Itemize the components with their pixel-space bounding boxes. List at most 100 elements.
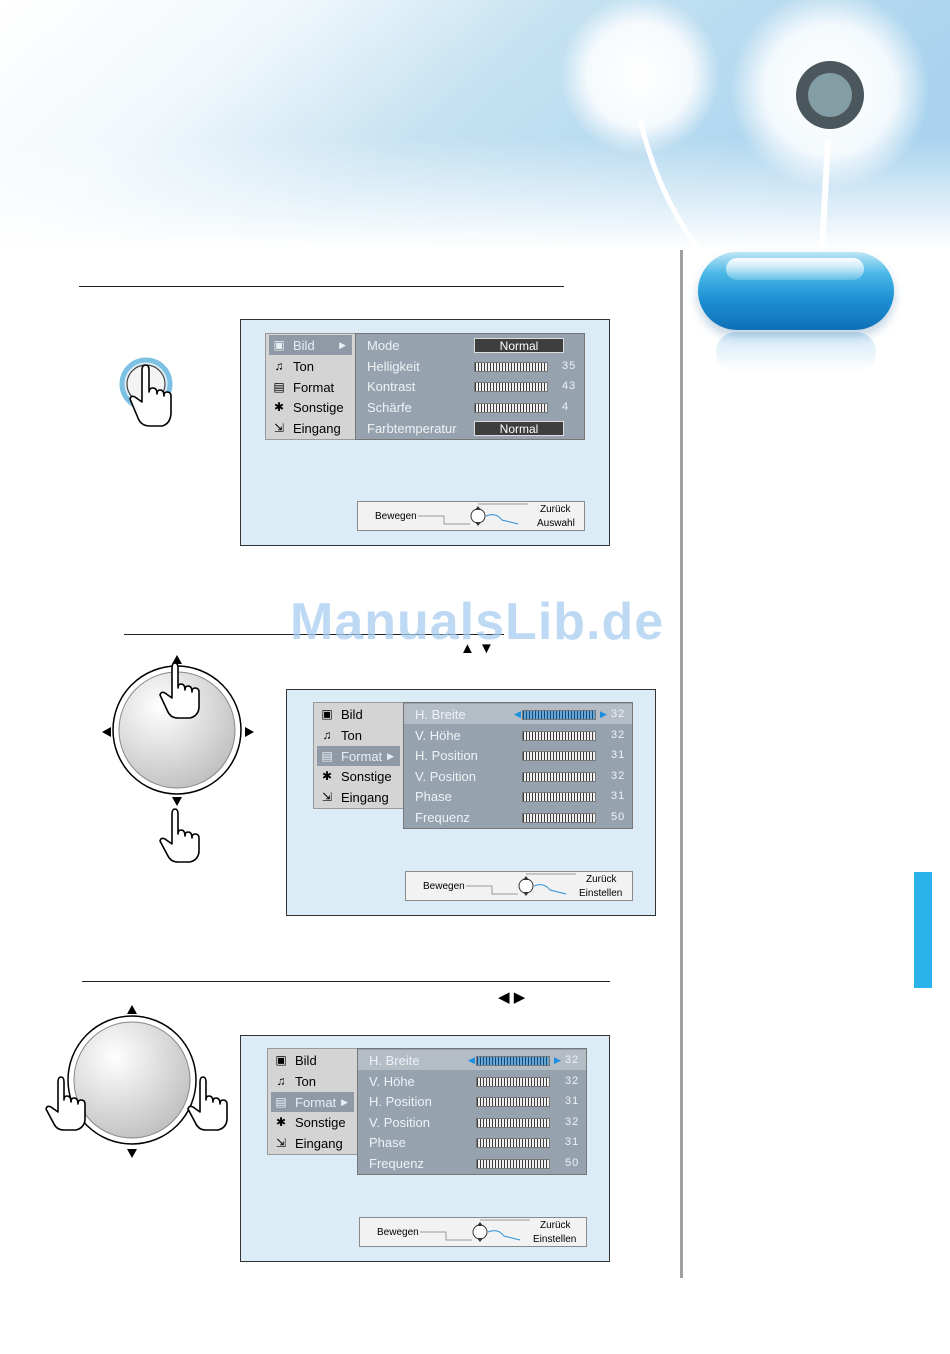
sound-icon: ♫: [276, 1074, 286, 1088]
option-label: Phase: [369, 1134, 406, 1150]
submenu-arrow-icon: ▶: [387, 750, 394, 761]
sound-icon: ♫: [322, 728, 332, 742]
navigation-pad-icon: [466, 873, 576, 896]
option-farbtemperatur[interactable]: Farbtemperatur: [367, 418, 457, 438]
slider-bar[interactable]: [522, 731, 596, 741]
menu-item-label: Eingang: [295, 1135, 343, 1151]
slider-bar[interactable]: [476, 1097, 550, 1107]
slider-bar[interactable]: [476, 1056, 550, 1066]
option-kontrast[interactable]: Kontrast: [367, 376, 415, 396]
guide-move-label: Bewegen: [375, 511, 417, 522]
menu-item-sonstige[interactable]: ✱ Sonstige: [269, 397, 352, 417]
option-label: H. Breite: [369, 1052, 420, 1068]
option-v-position[interactable]: V. Position: [415, 766, 476, 786]
option-label: Phase: [415, 788, 452, 804]
menu-item-eingang[interactable]: ⇲ Eingang: [271, 1133, 354, 1153]
option-label: V. Höhe: [415, 727, 461, 743]
slider-bar[interactable]: [474, 382, 548, 392]
menu-item-eingang[interactable]: ⇲ Eingang: [317, 787, 400, 807]
format-icon: ▤: [273, 380, 285, 394]
slider-bar[interactable]: [476, 1138, 550, 1148]
navigation-pad-icon: [420, 1219, 530, 1242]
option-frequenz[interactable]: Frequenz: [369, 1153, 424, 1173]
menu-item-label: Sonstige: [295, 1114, 346, 1130]
option-label: Schärfe: [367, 399, 412, 415]
option-v-hoehe[interactable]: V. Höhe: [369, 1071, 415, 1091]
menu-item-label: Bild: [341, 706, 363, 722]
slider-bar[interactable]: [522, 751, 596, 761]
menu-item-label: Bild: [295, 1052, 317, 1068]
control-dial-leftright: [45, 1005, 228, 1158]
option-label: V. Höhe: [369, 1073, 415, 1089]
decrease-arrow-icon[interactable]: ◀: [468, 1055, 475, 1065]
slider-value: 31: [565, 1136, 580, 1148]
slider-bar[interactable]: [522, 710, 596, 720]
navigation-guide: Bewegen Zurück Einstellen: [405, 871, 633, 901]
osd-screen-format-adjust: ▣ Bild ♫ Ton ▤ Format ▶ ✱ Sonstige ⇲ Ein…: [240, 1035, 610, 1262]
farbtemperatur-value: Normal: [474, 421, 564, 436]
option-label: H. Position: [415, 747, 478, 763]
menu-item-format[interactable]: ▤ Format ▶: [271, 1092, 354, 1112]
menu-item-label: Sonstige: [293, 399, 344, 415]
osd-sub-menu: H. Breite ◀ ▶ 32 V. Höhe 32 H. Position …: [403, 702, 633, 829]
chapter-pill-highlight: [726, 258, 864, 280]
option-h-position[interactable]: H. Position: [415, 745, 478, 765]
slider-value: 50: [565, 1157, 580, 1169]
option-phase[interactable]: Phase: [415, 786, 452, 806]
pointing-hand-icon: [159, 662, 200, 863]
option-label: Frequenz: [369, 1155, 424, 1171]
pointing-hand-icon: [129, 364, 172, 427]
submenu-arrow-icon: ▶: [339, 339, 346, 350]
option-label: V. Position: [369, 1114, 430, 1130]
option-v-hoehe[interactable]: V. Höhe: [415, 725, 461, 745]
option-label: H. Position: [369, 1093, 432, 1109]
option-label: H. Breite: [415, 706, 466, 722]
picture-icon: ▣: [275, 1053, 287, 1067]
menu-item-label: Format: [293, 379, 335, 395]
slider-value: 32: [565, 1075, 580, 1087]
slider-bar[interactable]: [476, 1159, 550, 1169]
slider-bar[interactable]: [474, 362, 548, 372]
guide-move-label: Bewegen: [423, 881, 465, 892]
guide-select-label: Auswahl: [537, 518, 575, 529]
slider-bar[interactable]: [522, 792, 596, 802]
menu-item-sonstige[interactable]: ✱ Sonstige: [271, 1112, 354, 1132]
option-phase[interactable]: Phase: [369, 1132, 406, 1152]
menu-item-label: Ton: [341, 727, 362, 743]
section-rule-1: [79, 286, 564, 287]
menu-item-ton[interactable]: ♫ Ton: [271, 1071, 354, 1091]
guide-select-label: Einstellen: [579, 888, 623, 899]
option-mode[interactable]: Mode: [367, 335, 400, 355]
menu-item-bild[interactable]: ▣ Bild ▶: [269, 335, 352, 355]
option-h-position[interactable]: H. Position: [369, 1091, 432, 1111]
input-icon: ⇲: [275, 1136, 287, 1150]
increase-arrow-icon[interactable]: ▶: [600, 709, 607, 719]
menu-item-bild[interactable]: ▣ Bild: [271, 1050, 354, 1070]
increase-arrow-icon[interactable]: ▶: [554, 1055, 561, 1065]
menu-item-label: Format: [295, 1094, 337, 1110]
misc-icon: ✱: [321, 769, 333, 783]
menu-item-ton[interactable]: ♫ Ton: [269, 356, 352, 376]
decrease-arrow-icon[interactable]: ◀: [514, 709, 521, 719]
option-helligkeit[interactable]: Helligkeit: [367, 356, 420, 376]
menu-item-bild[interactable]: ▣ Bild: [317, 704, 400, 724]
menu-item-sonstige[interactable]: ✱ Sonstige: [317, 766, 400, 786]
slider-value: 43: [562, 380, 577, 392]
updown-arrows-text: ▲ ▼: [460, 640, 494, 657]
osd-screen-format: ▣ Bild ♫ Ton ▤ Format ▶ ✱ Sonstige ⇲ Ein…: [286, 689, 656, 916]
menu-item-eingang[interactable]: ⇲ Eingang: [269, 418, 352, 438]
guide-back-label: Zurück: [586, 874, 617, 885]
option-v-position[interactable]: V. Position: [369, 1112, 430, 1132]
menu-item-ton[interactable]: ♫ Ton: [317, 725, 400, 745]
option-schaerfe[interactable]: Schärfe: [367, 397, 412, 417]
leftright-arrows-text: ◀ ▶: [498, 989, 526, 1006]
menu-item-format[interactable]: ▤ Format: [269, 377, 352, 397]
slider-bar[interactable]: [474, 403, 548, 413]
slider-bar[interactable]: [522, 813, 596, 823]
menu-item-format[interactable]: ▤ Format ▶: [317, 746, 400, 766]
osd-screen-picture: ▣ Bild ▶ ♫ Ton ▤ Format ✱ Sonstige ⇲ Ein…: [240, 319, 610, 546]
option-frequenz[interactable]: Frequenz: [415, 807, 470, 827]
slider-bar[interactable]: [476, 1077, 550, 1087]
slider-bar[interactable]: [522, 772, 596, 782]
slider-bar[interactable]: [476, 1118, 550, 1128]
